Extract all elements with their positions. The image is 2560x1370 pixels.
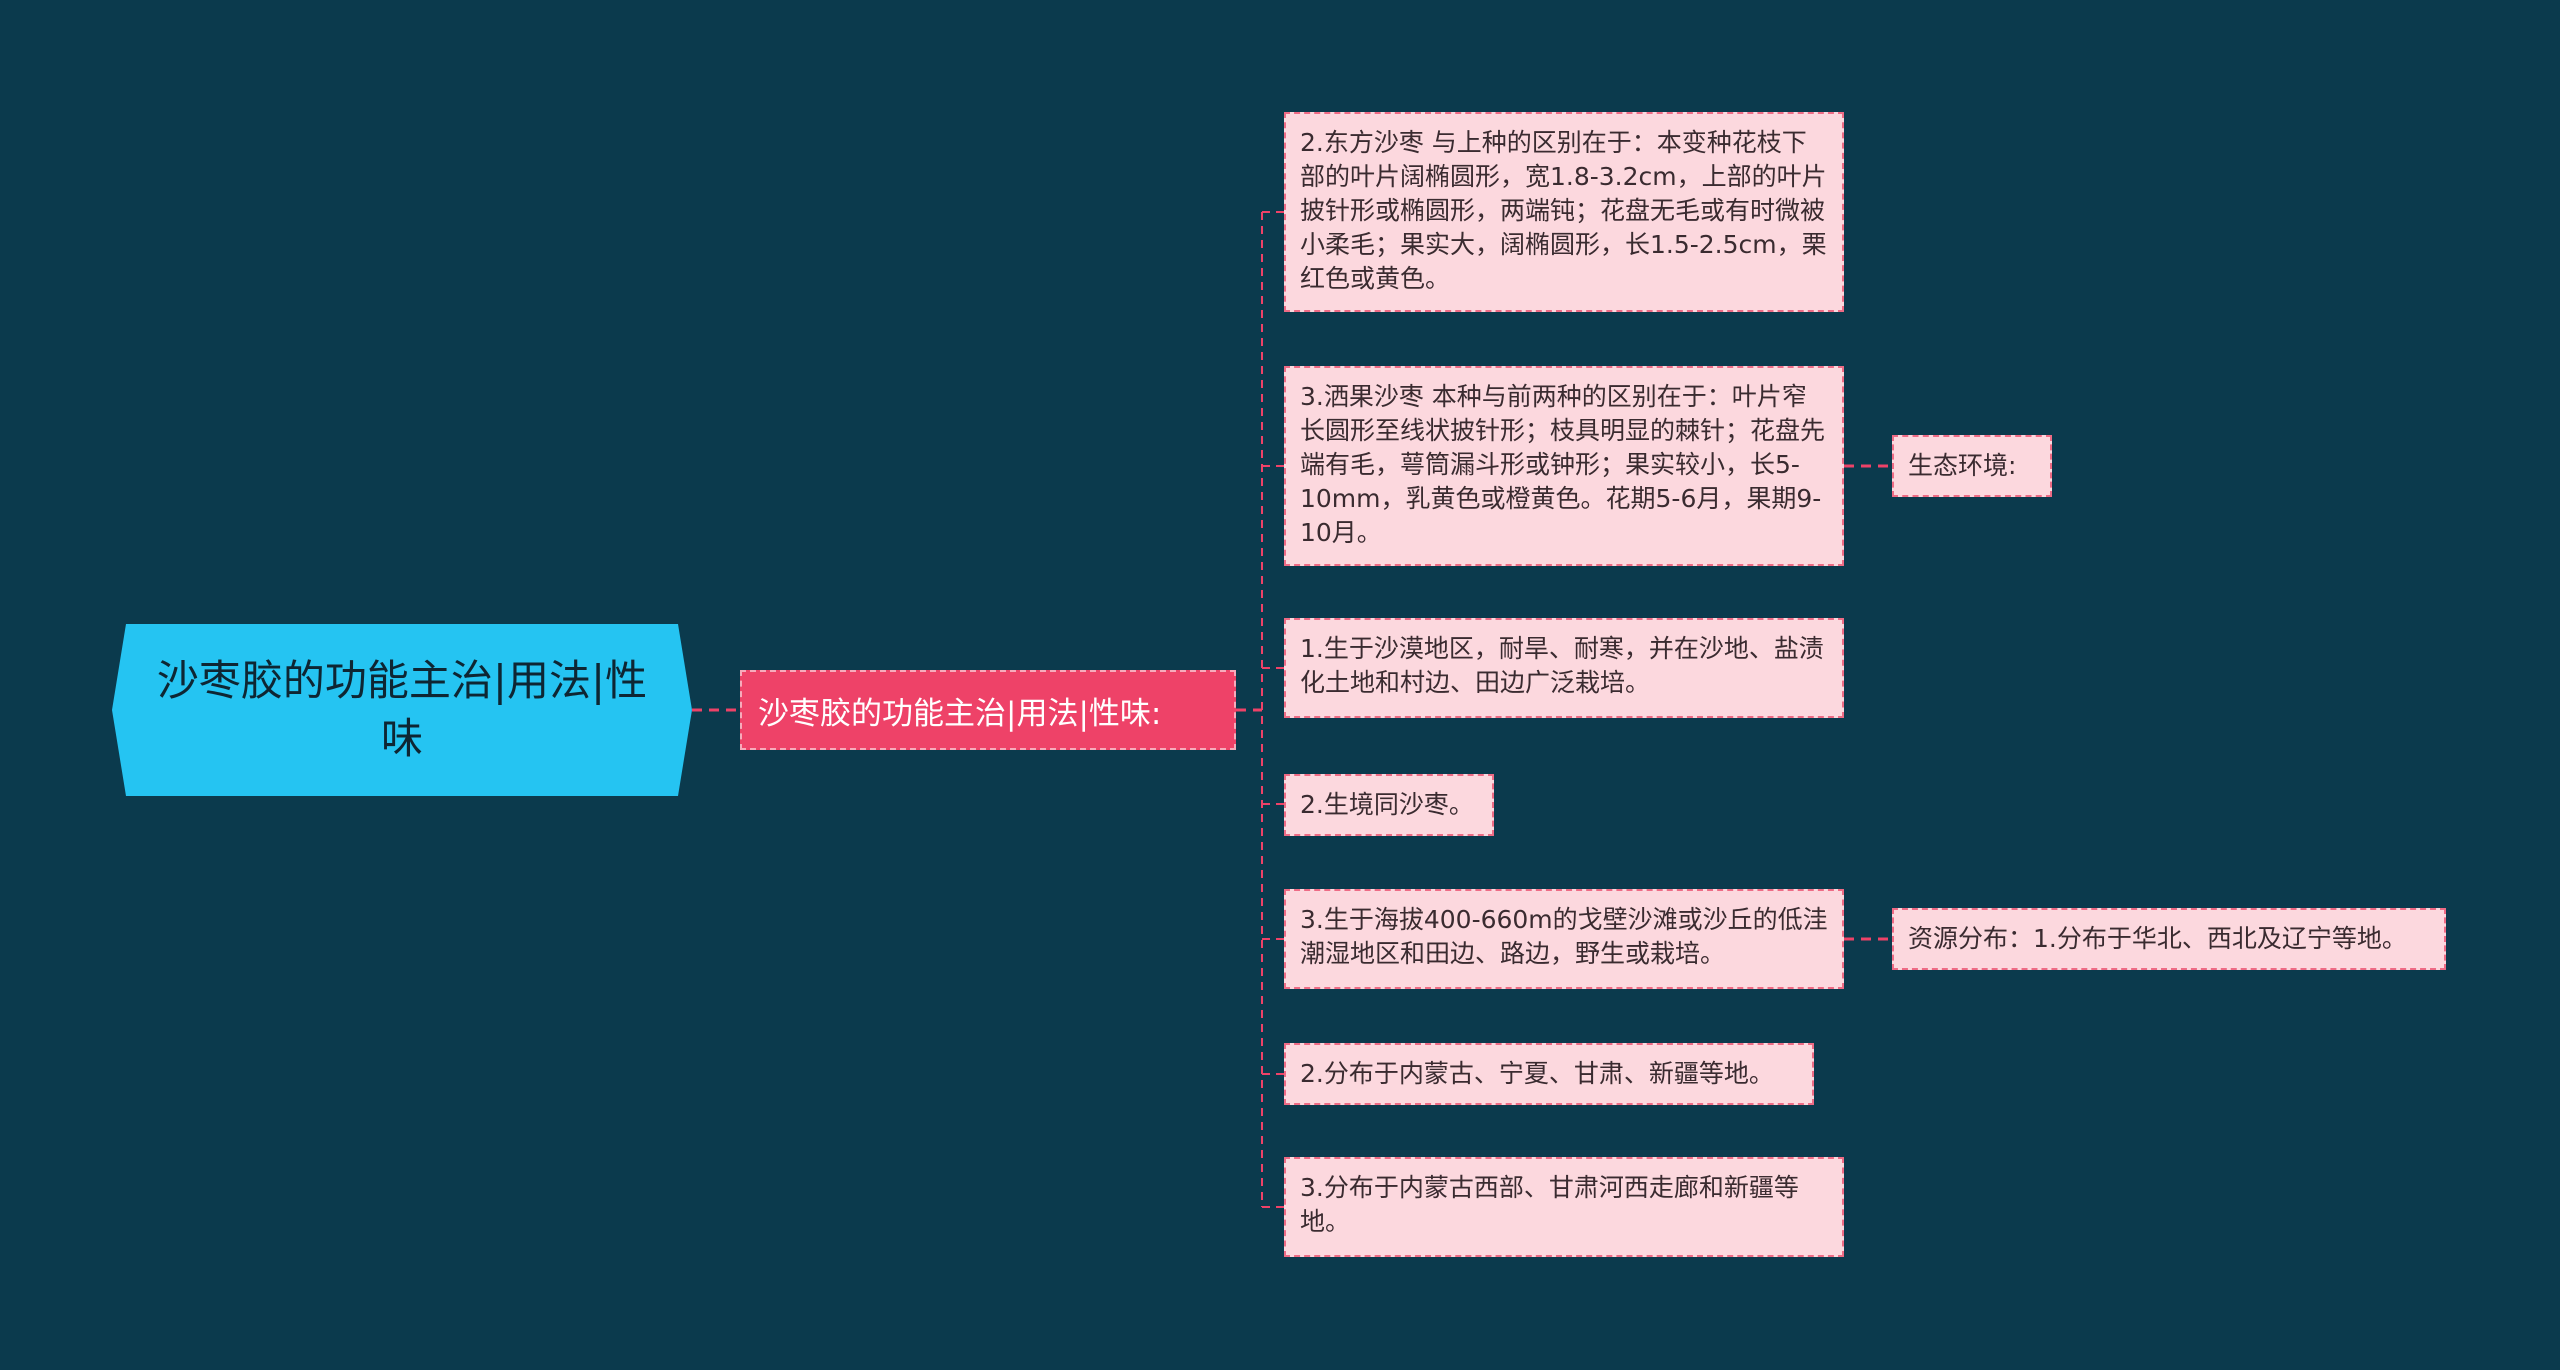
leaf-node-4[interactable]: 2.生境同沙枣。 [1284,774,1494,836]
leaf-node-text: 1.生于沙漠地区，耐旱、耐寒，并在沙地、盐渍化土地和村边、田边广泛栽培。 [1300,634,1824,697]
leaf-node-text: 3.生于海拔400-660m的戈壁沙滩或沙丘的低洼潮湿地区和田边、路边，野生或栽… [1300,905,1828,968]
leaf-node-1[interactable]: 2.东方沙枣 与上种的区别在于：本变种花枝下部的叶片阔椭圆形，宽1.8-3.2c… [1284,112,1844,312]
leaf-node-7[interactable]: 3.分布于内蒙古西部、甘肃河西走廊和新疆等地。 [1284,1157,1844,1257]
leaf-node-text: 2.分布于内蒙古、宁夏、甘肃、新疆等地。 [1300,1059,1774,1088]
side-node-text: 生态环境: [1908,451,2017,480]
leaf-node-text: 2.东方沙枣 与上种的区别在于：本变种花枝下部的叶片阔椭圆形，宽1.8-3.2c… [1300,128,1827,293]
root-node-label: 沙枣胶的功能主治|用法|性味 [156,656,648,763]
leaf-node-6[interactable]: 2.分布于内蒙古、宁夏、甘肃、新疆等地。 [1284,1043,1814,1105]
side-node-distribution[interactable]: 资源分布：1.分布于华北、西北及辽宁等地。 [1892,908,2446,970]
leaf-node-3[interactable]: 1.生于沙漠地区，耐旱、耐寒，并在沙地、盐渍化土地和村边、田边广泛栽培。 [1284,618,1844,718]
root-node[interactable]: 沙枣胶的功能主治|用法|性味 [112,624,692,796]
leaf-node-5[interactable]: 3.生于海拔400-660m的戈壁沙滩或沙丘的低洼潮湿地区和田边、路边，野生或栽… [1284,889,1844,989]
leaf-node-text: 3.分布于内蒙古西部、甘肃河西走廊和新疆等地。 [1300,1173,1799,1236]
branch-node[interactable]: 沙枣胶的功能主治|用法|性味: [740,670,1236,750]
leaf-node-2[interactable]: 3.洒果沙枣 本种与前两种的区别在于：叶片窄长圆形至线状披针形；枝具明显的棘针；… [1284,366,1844,566]
branch-node-label: 沙枣胶的功能主治|用法|性味: [758,695,1162,732]
leaf-node-text: 3.洒果沙枣 本种与前两种的区别在于：叶片窄长圆形至线状披针形；枝具明显的棘针；… [1300,382,1826,547]
side-node-ecology[interactable]: 生态环境: [1892,435,2052,497]
side-node-text: 资源分布：1.分布于华北、西北及辽宁等地。 [1908,924,2407,953]
leaf-node-text: 2.生境同沙枣。 [1300,790,1474,819]
